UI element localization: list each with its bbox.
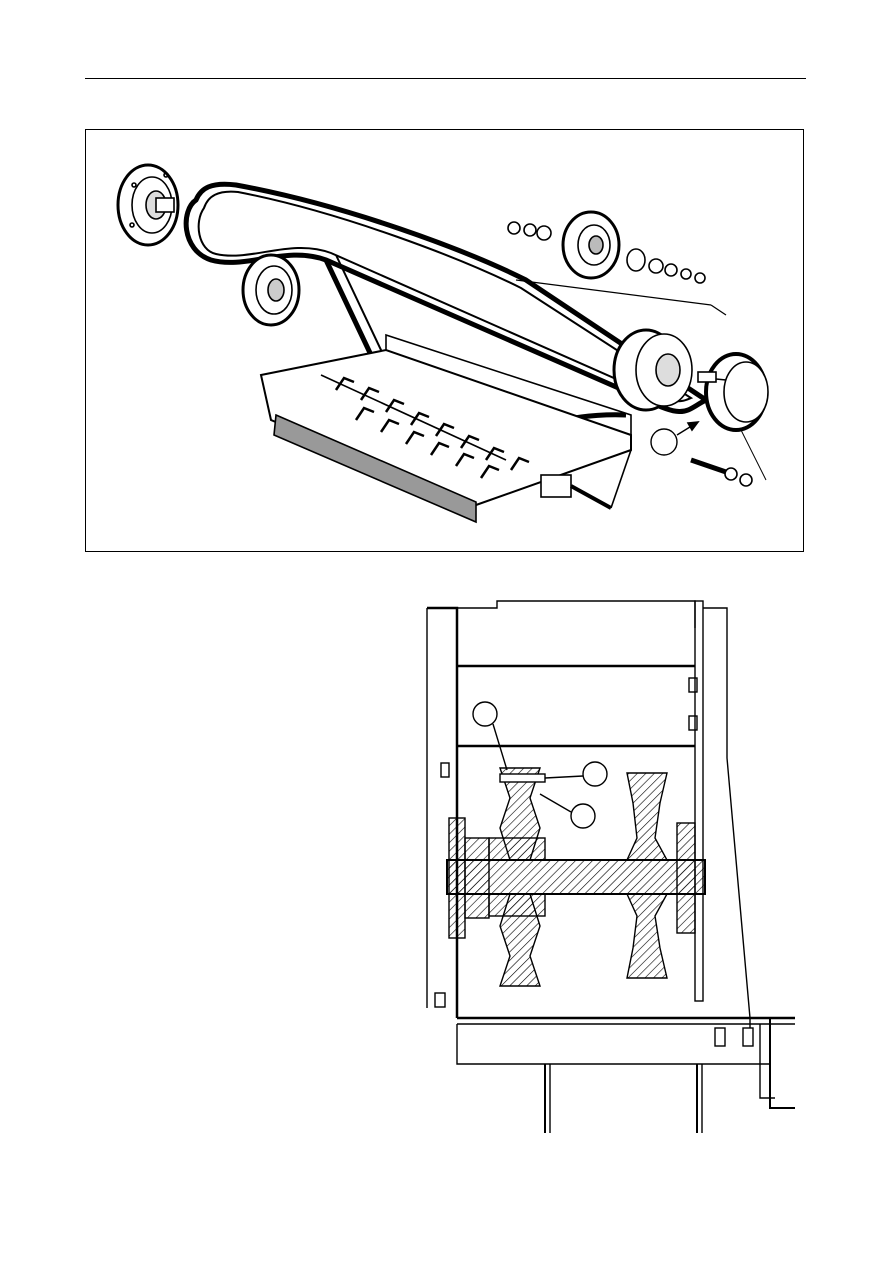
exploded-view-figure xyxy=(85,129,804,552)
exploded-view-drawing xyxy=(116,163,769,524)
small-pulley xyxy=(241,253,301,327)
header-rule xyxy=(85,78,806,79)
hub-bolt-nut xyxy=(690,429,767,487)
callout-1 xyxy=(650,421,700,456)
cross-section-figure xyxy=(405,598,797,1138)
upper-pulley-assembly xyxy=(507,210,727,316)
cross-section-drawing xyxy=(426,600,795,1133)
rotor-housing xyxy=(259,333,632,524)
flange-hub xyxy=(697,352,769,432)
left-flange-pulley xyxy=(116,163,180,247)
drive-pulley xyxy=(612,328,693,412)
